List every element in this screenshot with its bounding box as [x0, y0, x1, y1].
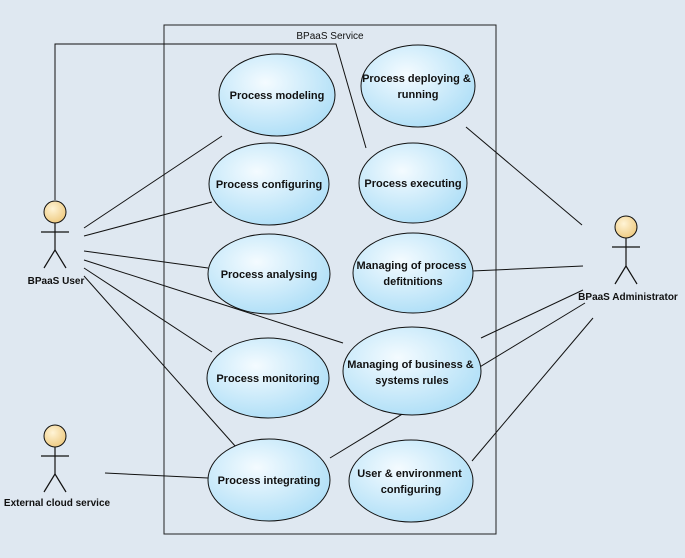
assoc-admin-userenv: [471, 317, 594, 462]
stick-figure-icon: [41, 447, 69, 493]
use-case-process-configuring: Process configuring: [208, 142, 330, 226]
assoc-user-integrating: [83, 275, 237, 448]
assoc-admin-deploying: [465, 126, 583, 226]
use-case-label: Process configuring: [216, 179, 322, 191]
actor-label: BPaaS User: [28, 276, 85, 287]
assoc-user-monitoring: [83, 267, 213, 353]
use-case-process-monitoring: Process monitoring: [206, 337, 330, 419]
use-case-managing-business-rules: Managing of business & systems rules: [342, 326, 482, 416]
actor-external-cloud-service: External cloud service: [4, 424, 111, 509]
assoc-admin-rules: [480, 289, 584, 339]
use-case-label: Process integrating: [218, 475, 321, 487]
system-title: BPaaS Service: [296, 31, 364, 42]
assoc-user-executing: [54, 43, 367, 200]
use-case-user-environment-configuring: User & environment configuring: [348, 439, 474, 523]
assoc-user-rules: [83, 259, 344, 344]
use-case-label: Process monitoring: [216, 373, 319, 385]
use-case-label: Process modeling: [230, 90, 325, 102]
actor-label: BPaaS Administrator: [578, 292, 678, 303]
use-case-process-analysing: Process analysing: [207, 233, 331, 315]
actor-head-icon: [43, 424, 67, 448]
use-case-process-deploying: Process deploying & running: [360, 44, 476, 128]
use-case-label: Managing of process defitnitions: [356, 260, 469, 288]
actor-label: External cloud service: [4, 498, 111, 509]
assoc-user-modeling: [83, 135, 223, 229]
assoc-user-configuring: [83, 201, 213, 237]
assoc-user-analysing: [83, 250, 209, 269]
use-case-managing-process-definitions: Managing of process defitnitions: [352, 232, 474, 314]
use-case-process-executing: Process executing: [358, 142, 468, 224]
use-case-label: Managing of business & systems rules: [347, 359, 477, 387]
actor-head-icon: [43, 200, 67, 224]
system-boundary: [163, 24, 497, 535]
use-case-label: User & environment configuring: [357, 468, 465, 496]
actor-bpaas-administrator: BPaaS Administrator: [578, 215, 678, 303]
use-case-label: Process executing: [364, 178, 461, 190]
use-case-label: Process analysing: [221, 269, 318, 281]
stick-figure-icon: [41, 223, 69, 269]
actor-head-icon: [614, 215, 638, 239]
use-case-process-modeling: Process modeling: [218, 53, 336, 137]
actor-bpaas-user: BPaaS User: [28, 200, 85, 287]
assoc-admin-defs: [471, 265, 584, 272]
stick-figure-icon: [612, 238, 640, 285]
assoc-external-integrating: [104, 472, 209, 479]
use-case-label: Process deploying & running: [362, 73, 474, 101]
use-case-process-integrating: Process integrating: [207, 438, 331, 522]
